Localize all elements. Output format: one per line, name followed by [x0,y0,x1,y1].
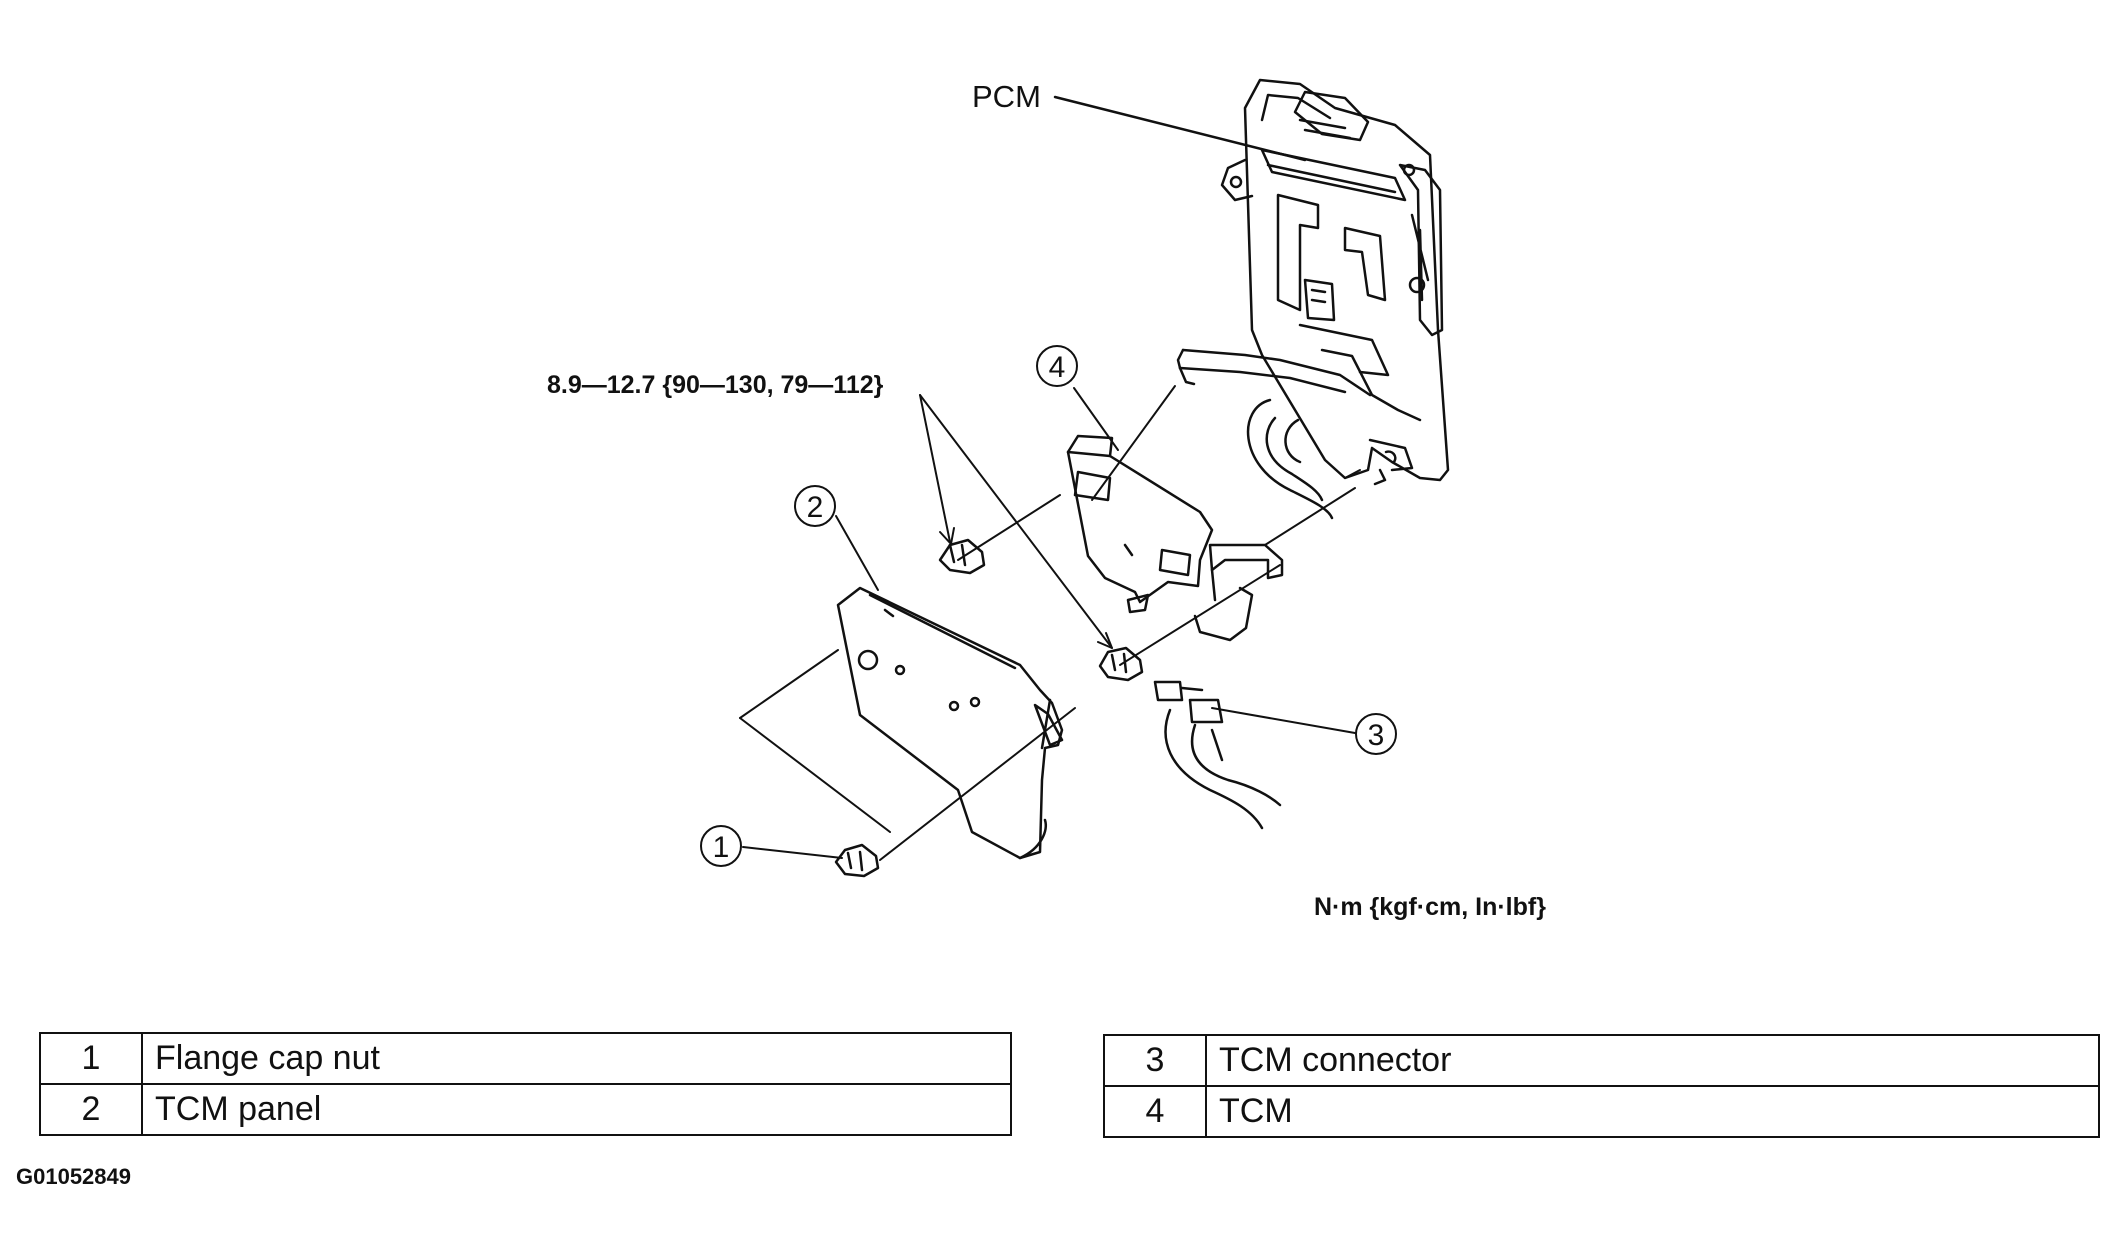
legend-number: 2 [39,1083,143,1136]
legend-table-right: 3 TCM connector 4 TCM [1103,1034,2100,1138]
svg-text:2: 2 [807,491,824,524]
legend-number: 1 [39,1032,143,1085]
tcm-module [1066,434,1214,614]
pcm-label: PCM [972,79,1041,114]
tcm-connector [1153,680,1282,830]
alignment-lines [739,385,1361,861]
torque-spec-label: 8.9—12.7 {90—130, 79—112} [547,371,884,399]
legend-row: 4 TCM [1103,1085,2100,1138]
legend-number: 4 [1103,1085,1207,1138]
callout-3: 3 [1355,713,1397,755]
figure-id: G01052849 [16,1164,131,1189]
legend-table-left: 1 Flange cap nut 2 TCM panel [39,1032,1012,1136]
svg-text:3: 3 [1368,719,1385,752]
legend-description: TCM [1205,1085,2100,1138]
tcm-support-bracket [1193,543,1284,642]
torque-units-label: N·m {kgf·cm, In·lbf} [1314,893,1546,921]
callout-2: 2 [794,485,836,527]
pcm-leader-line [1053,95,1307,162]
callout-4: 4 [1036,345,1078,387]
legend-description: TCM connector [1205,1034,2100,1087]
pcm-bracket [1176,78,1450,520]
flange-cap-nut-lower [834,843,880,878]
legend-row: 1 Flange cap nut [39,1032,1012,1085]
torque-leader-lines [919,394,1113,649]
callout-1: 1 [700,825,742,867]
legend-description: Flange cap nut [141,1032,1012,1085]
legend-description: TCM panel [141,1083,1012,1136]
flange-cap-nut-upper [938,538,986,575]
svg-text:1: 1 [713,831,730,864]
legend-row: 3 TCM connector [1103,1034,2100,1087]
svg-text:4: 4 [1049,351,1066,384]
callout-leader-lines [742,387,1356,859]
legend-number: 3 [1103,1034,1207,1087]
legend-row: 2 TCM panel [39,1083,1012,1136]
